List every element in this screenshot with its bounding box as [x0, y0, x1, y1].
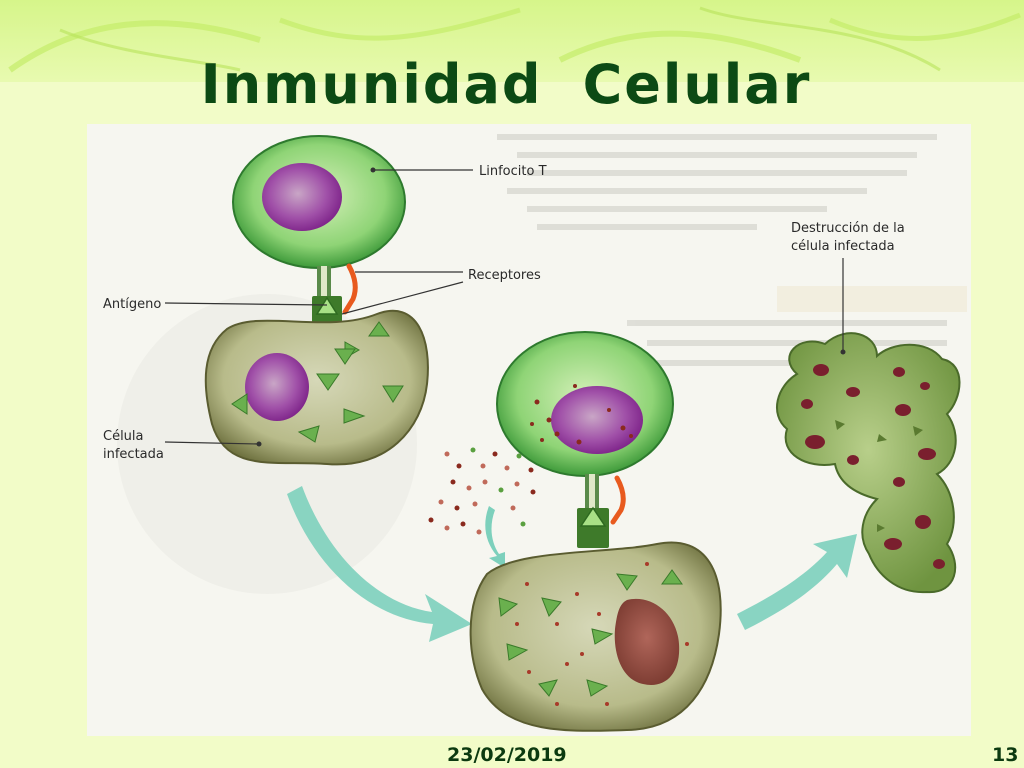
stage1-group — [204, 135, 429, 466]
label-destruccion-line2: célula infectada — [791, 239, 895, 254]
cellular-immunity-figure: Linfocito T Receptores Antígeno Célula i… — [87, 124, 971, 736]
receptor-stem-core-2 — [589, 474, 595, 518]
label-antigeno: Antígeno — [103, 297, 161, 312]
labels-stage3: Destrucción de la célula infectada — [791, 221, 905, 355]
arrow-to-stage3 — [737, 534, 857, 630]
orange-receptor-1 — [342, 263, 358, 315]
stage2-group — [428, 331, 722, 732]
infected-cell-1 — [204, 309, 429, 466]
antigen-bound-1 — [315, 296, 339, 315]
header-band — [0, 0, 1024, 82]
infected-cell-2 — [469, 541, 722, 732]
released-granules — [428, 447, 536, 535]
destroyed-cell — [776, 332, 961, 594]
header-swirls — [8, 6, 1021, 73]
label-destruccion-line1: Destrucción de la — [791, 221, 905, 236]
receptor-stem-core-1 — [321, 266, 327, 306]
antigen-bound-2 — [579, 506, 607, 527]
label-linfocito-t: Linfocito T — [479, 164, 547, 179]
title-word-inmunidad: Inmunidad — [200, 53, 543, 116]
receptor-cup-2 — [577, 508, 609, 548]
small-release-arrow — [485, 506, 505, 568]
title-word-celular: Celular — [582, 53, 812, 116]
label-celula-line1: Célula — [103, 429, 144, 444]
slide-page-number: 13 — [992, 744, 1019, 766]
t-lymphocyte-2 — [496, 331, 674, 477]
label-receptores: Receptores — [468, 268, 541, 283]
slide-date: 23/02/2019 — [447, 744, 567, 766]
t-lymphocyte-1 — [232, 135, 406, 269]
orange-receptor-2 — [610, 475, 626, 525]
labels-stage1: Linfocito T Receptores Antígeno Célula i… — [103, 164, 547, 462]
arrow-to-stage2 — [287, 486, 472, 642]
immunity-diagram: Linfocito T Receptores Antígeno Célula i… — [103, 134, 967, 732]
label-celula-line2: infectada — [103, 447, 164, 462]
